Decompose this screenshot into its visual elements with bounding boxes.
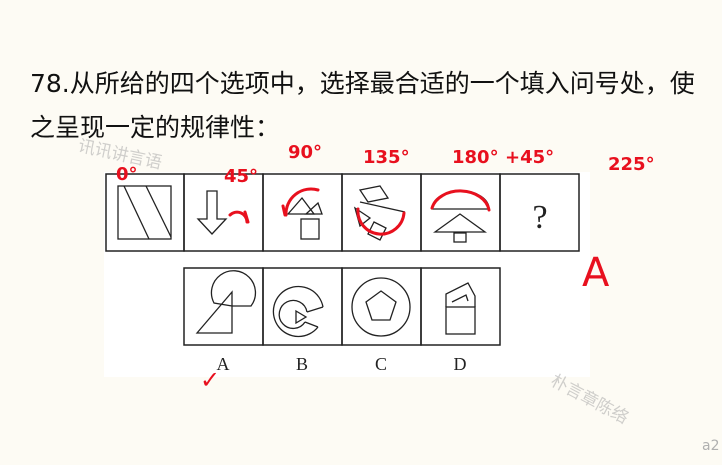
sequence-box-4 [341,173,422,252]
option-box-c[interactable] [341,267,422,346]
figure-1-square-diagonals [117,185,172,240]
option-c-figure [351,277,411,337]
question-text: 78.从所给的四个选项中，选择最合适的一个填入问号处，使之呈现一定的规律性： [30,69,695,142]
handwritten-annotations: 0° 45° 90° 135° 180° +45° 225° A ✓ [116,142,655,394]
option-box-b[interactable] [262,267,343,346]
angle-45: 45° [224,166,258,187]
check-mark: ✓ [200,366,220,394]
angle-0: 0° [116,164,138,185]
sequence-row [105,173,580,252]
angle-225: 225° [608,154,655,175]
angle-plus-45: +45° [505,147,554,168]
option-d-figure [445,282,476,335]
figure-4-rotated-shapes [353,185,406,241]
sequence-box-5 [420,173,501,252]
angle-135: 135° [363,147,410,168]
answer-letter: A [582,250,610,296]
figure-2-down-arrow [196,190,228,235]
unknown-mark: ? [532,199,547,236]
option-label-c: C [375,354,387,374]
page-number: a2 [702,438,720,454]
red-angle-arcs [228,187,491,236]
sequence-box-6 [499,173,580,252]
options-row [183,267,501,346]
figure-3-square-fan [286,196,323,240]
option-label-a: A [217,354,230,374]
option-label-b: B [296,354,308,374]
angle-180: 180° [452,147,499,168]
option-b-figure [272,285,324,338]
angle-90: 90° [288,142,322,163]
puzzle-panel [104,172,590,377]
option-a-figure [195,270,257,334]
option-label-d: D [454,354,467,374]
option-box-d[interactable] [420,267,501,346]
